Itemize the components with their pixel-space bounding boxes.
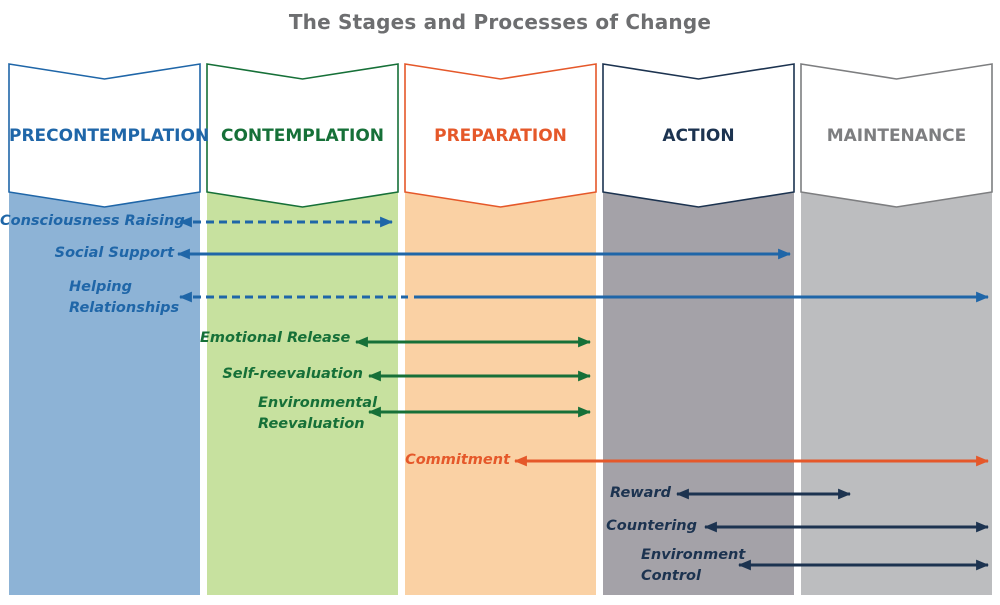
column-fill-preparation [405, 190, 596, 595]
stage-label-precontemplation: PRECONTEMPLATION [9, 126, 210, 146]
chevron-header-precontemplation [8, 63, 201, 208]
process-label-environmental-reevaluation-line-1: Environmental [258, 395, 378, 411]
process-label-environmental-reevaluation: Environmental Reevaluation [258, 393, 377, 435]
chevron-header-action [602, 63, 795, 208]
chevron-header-maintenance [800, 63, 993, 208]
chevron-header-contemplation [206, 63, 399, 208]
process-label-environmental-reevaluation-line-2: Reevaluation [258, 416, 365, 432]
chevron-header-preparation [404, 63, 597, 208]
stage-label-action: ACTION [662, 126, 735, 146]
stage-label-preparation: PREPARATION [434, 126, 567, 146]
stage-label-maintenance: MAINTENANCE [826, 126, 967, 146]
process-label-environment-control: Environment Control [641, 545, 745, 587]
process-label-self-reevaluation: Self-reevaluation [222, 366, 363, 382]
column-fill-maintenance [801, 190, 992, 595]
process-label-helping-relationships-line-2: Relationships [69, 300, 180, 316]
process-label-countering: Countering [606, 518, 697, 534]
process-label-environment-control-line-1: Environment [641, 547, 746, 563]
diagram-title: The Stages and Processes of Change [288, 10, 712, 34]
process-label-emotional-release: Emotional Release [200, 330, 351, 346]
process-label-helping-relationships-line-1: Helping [69, 279, 132, 295]
stage-label-contemplation: CONTEMPLATION [220, 126, 384, 146]
process-label-helping-relationships: Helping Relationships [69, 277, 179, 319]
process-label-environment-control-line-2: Control [641, 568, 701, 584]
process-label-social-support: Social Support [54, 245, 174, 261]
process-label-commitment: Commitment [405, 452, 510, 468]
process-label-consciousness-raising: Consciousness Raising [0, 213, 185, 229]
column-fill-precontemplation [9, 190, 200, 595]
process-label-reward: Reward [610, 485, 671, 501]
